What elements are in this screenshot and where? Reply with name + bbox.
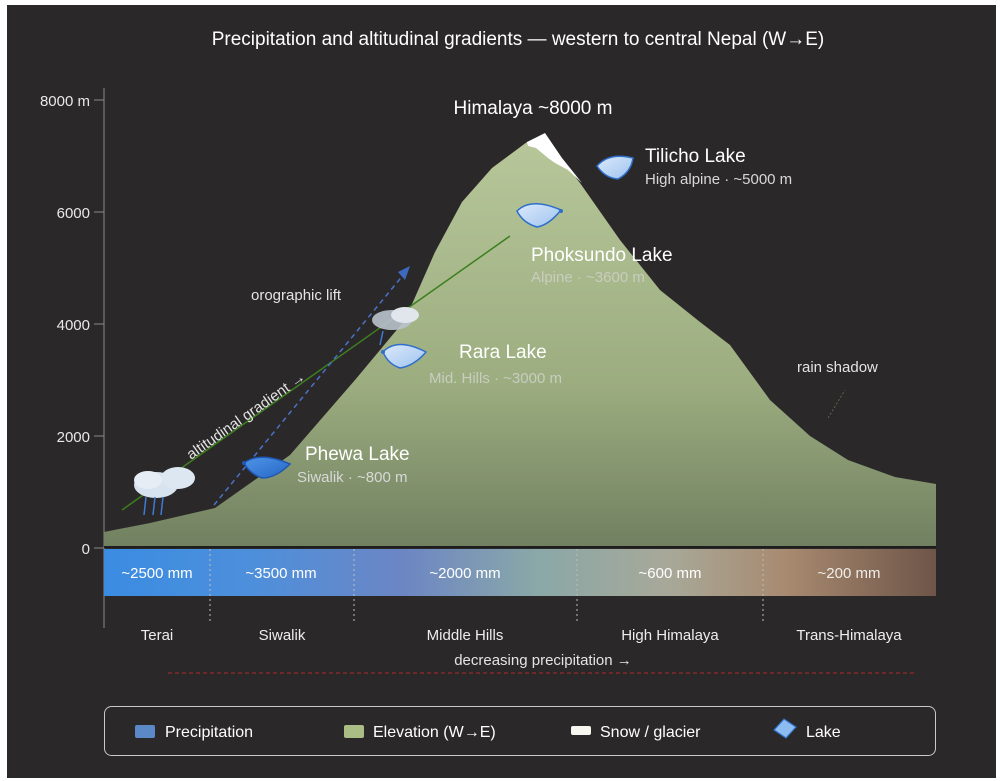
altitudinal-gradient-line: [121, 235, 511, 511]
lake-name-phewa: Phewa Lake: [305, 444, 410, 465]
legend-elevation-swatch: [344, 725, 364, 738]
precip-value: ~2000 mm: [429, 565, 500, 582]
elevation-profile: [104, 137, 936, 547]
zone-label: Siwalik: [259, 627, 306, 644]
orographic-lift-label: orographic lift: [251, 287, 342, 304]
y-tick-label: 0: [82, 541, 90, 558]
cloud-icon: [372, 307, 419, 346]
legend-box: [104, 706, 936, 756]
lake-sub-rara: Mid. Hills · ~3000 m: [429, 370, 562, 387]
peak-label: Himalaya ~8000 m: [454, 98, 613, 119]
precip-value: ~2500 mm: [121, 565, 192, 582]
lake-name-rara: Rara Lake: [459, 342, 547, 363]
precip-value: ~200 mm: [818, 565, 881, 582]
y-tick-label: 8000 m: [40, 93, 90, 110]
lake-name-phoksundo: Phoksundo Lake: [531, 245, 673, 266]
legend-precipitation-swatch: [135, 725, 155, 738]
decreasing-precipitation-label: decreasing precipitation →: [454, 652, 632, 669]
lake-icon-phoksundo: [516, 203, 563, 228]
rain-cloud-icon: [134, 467, 195, 516]
legend-lake-label: Lake: [806, 724, 841, 741]
rain-shadow-label: rain shadow: [797, 359, 878, 376]
precip-value: ~600 mm: [639, 565, 702, 582]
chart-title: Precipitation and altitudinal gradients …: [212, 29, 825, 50]
lake-icon-tilicho: [596, 155, 634, 180]
legend-precipitation-label: Precipitation: [165, 724, 253, 741]
orographic-arrowhead-icon: [398, 266, 410, 280]
lake-sub-phoksundo: Alpine · ~3600 m: [531, 269, 645, 286]
legend-snow-swatch: [571, 726, 591, 735]
y-tick-label: 6000: [57, 205, 90, 222]
precipitation-band: [104, 549, 936, 596]
rain-shadow-mark: [827, 389, 846, 419]
lake-sub-phewa: Siwalik · ~800 m: [297, 469, 407, 486]
zone-label: Terai: [141, 627, 174, 644]
precip-value: ~3500 mm: [245, 565, 316, 582]
lake-name-tilicho: Tilicho Lake: [645, 146, 746, 167]
y-tick-label: 4000: [57, 317, 90, 334]
snow-cap: [527, 133, 582, 183]
legend-elevation-label: Elevation (W→E): [373, 724, 496, 741]
legend-snow-label: Snow / glacier: [600, 724, 701, 741]
zone-label: Middle Hills: [427, 627, 504, 644]
zone-label: High Himalaya: [621, 627, 719, 644]
lake-icon-rara: [381, 343, 428, 369]
lake-sub-tilicho: High alpine · ~5000 m: [645, 171, 792, 188]
legend-lake-icon: [773, 718, 797, 739]
zone-label: Trans-Himalaya: [796, 627, 902, 644]
altitudinal-gradient-label: altitudinal gradient →: [184, 369, 309, 464]
lake-icon-phewa: [242, 456, 292, 479]
y-tick-label: 2000: [57, 429, 90, 446]
